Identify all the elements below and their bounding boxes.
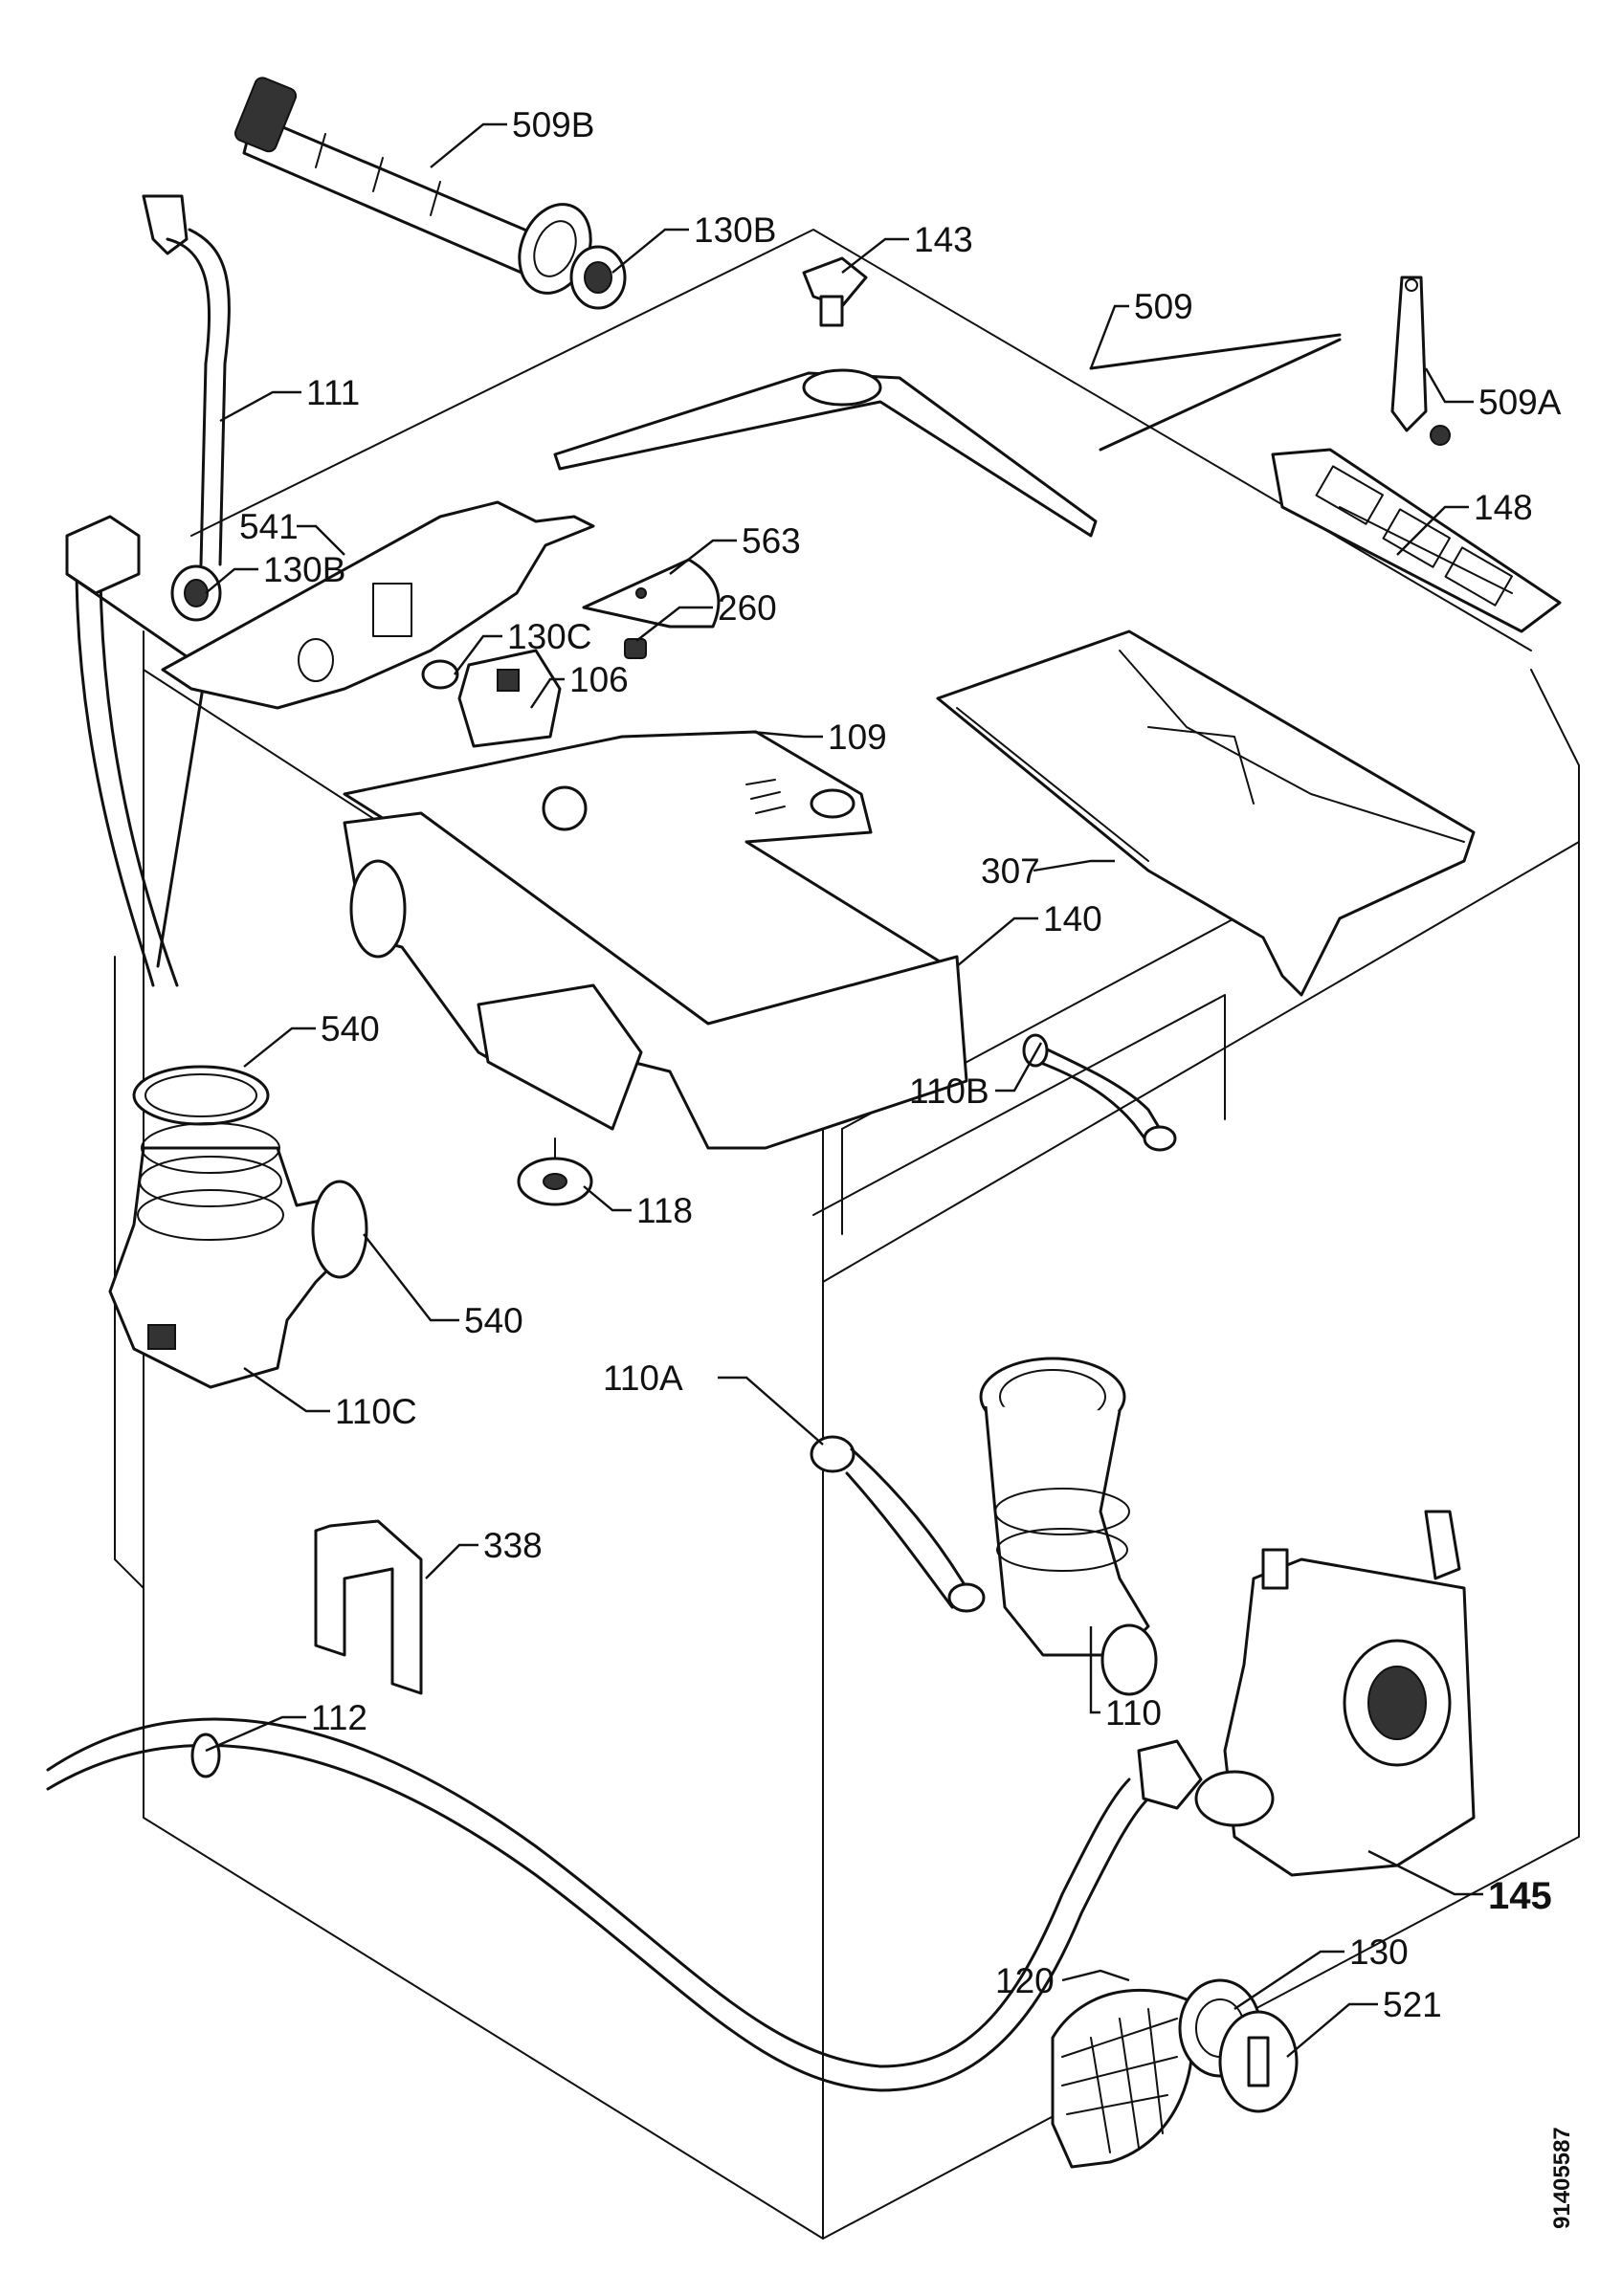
label-509b: 509B	[512, 105, 594, 144]
label-540: 540	[464, 1301, 523, 1340]
part-110a-hose	[810, 1435, 986, 1613]
part-110b-hose	[1022, 1033, 1177, 1152]
part-541-bracket	[161, 500, 595, 710]
leader-lines	[205, 122, 1483, 2058]
part-110c-sump	[108, 1122, 368, 1389]
label-563: 563	[742, 521, 801, 561]
part-540-clamp-top	[132, 1065, 270, 1126]
part-140-dispenser-housing	[343, 811, 968, 1150]
label-540-top: 540	[321, 1009, 380, 1049]
label-130c: 130C	[507, 617, 591, 656]
part-112-drain-hose	[46, 1717, 1203, 2092]
part-130b-top-filter	[569, 245, 627, 310]
label-109: 109	[828, 718, 887, 757]
label-106: 106	[569, 660, 629, 699]
part-labels: 509B 130B 143 509 509A 111 541 130B 563 …	[239, 105, 1575, 2229]
label-130b: 130B	[263, 550, 345, 589]
part-143-knob	[802, 256, 868, 327]
part-145-pump	[1194, 1510, 1476, 1877]
label-110: 110	[1105, 1693, 1162, 1733]
label-120: 120	[995, 1961, 1055, 2000]
label-509a: 509A	[1478, 383, 1562, 422]
part-118-gear	[517, 1137, 593, 1206]
part-120-filter-assembly	[1051, 1978, 1299, 2169]
label-130: 130	[1349, 1932, 1409, 1972]
label-110b: 110B	[909, 1071, 989, 1111]
label-338: 338	[483, 1526, 543, 1565]
label-260: 260	[718, 588, 777, 628]
part-509-lever	[553, 333, 1342, 538]
label-521: 521	[1383, 1985, 1442, 2024]
part-110-bellows	[979, 1357, 1158, 1696]
part-509a-small-lever	[1390, 276, 1451, 446]
part-106-valve	[421, 649, 562, 748]
label-140: 140	[1043, 899, 1102, 938]
drawing-code: 91405587	[1549, 2127, 1575, 2229]
part-260-spring	[624, 638, 647, 659]
part-307-drawer-rail	[936, 629, 1476, 997]
label-145: 145	[1488, 1875, 1552, 1917]
part-148-drawer	[1271, 448, 1562, 633]
label-509: 509	[1134, 287, 1193, 326]
label-541: 541	[239, 507, 299, 546]
label-130b-top: 130B	[694, 210, 776, 250]
label-307: 307	[981, 851, 1040, 891]
part-338-clip	[314, 1519, 423, 1695]
label-118: 118	[636, 1191, 693, 1230]
label-110a: 110A	[603, 1358, 683, 1398]
label-110c: 110C	[335, 1392, 417, 1431]
part-130b-filter	[170, 564, 222, 622]
label-111: 111	[306, 373, 360, 412]
label-143: 143	[914, 220, 973, 259]
label-148: 148	[1474, 488, 1533, 527]
part-563-cam	[582, 558, 721, 629]
label-112: 112	[311, 1698, 367, 1737]
